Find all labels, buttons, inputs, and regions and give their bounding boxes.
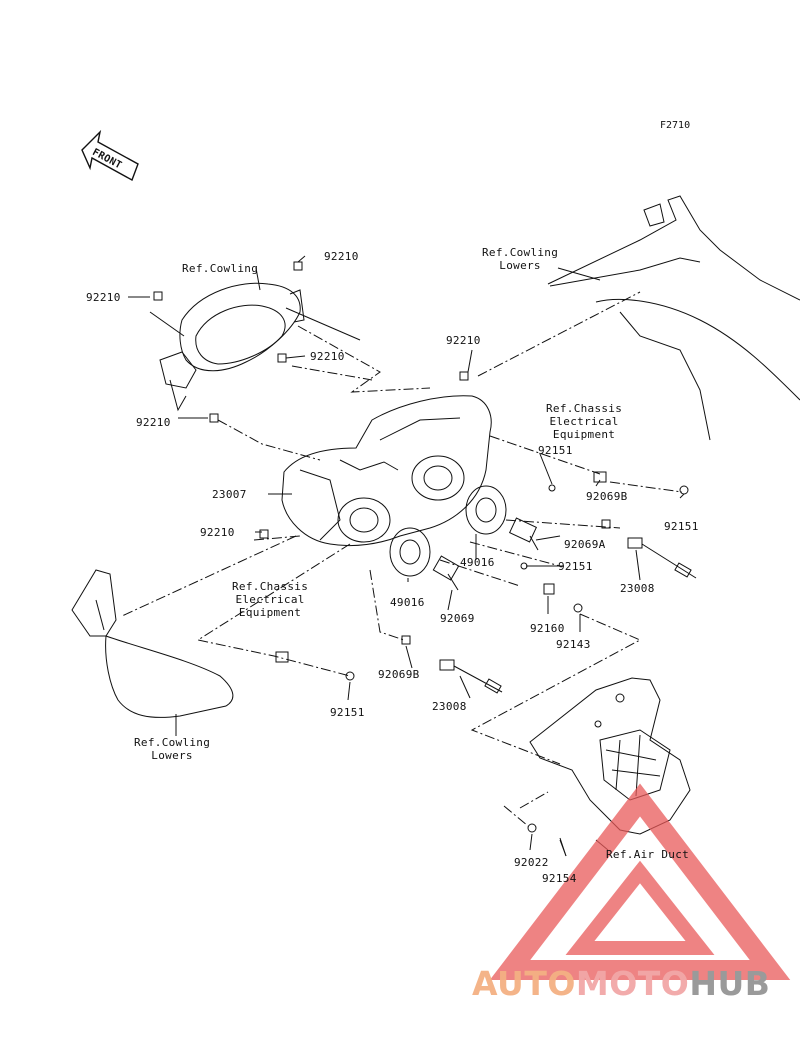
cowling-lowers-right-part <box>547 195 800 441</box>
leader-lines <box>128 255 685 857</box>
part-49016-b: 49016 <box>390 596 425 609</box>
part-92069: 92069 <box>440 612 475 625</box>
bolt-small-parts <box>153 261 689 857</box>
part-92022: 92022 <box>514 856 549 869</box>
ref-cowling-label: Ref.Cowling <box>182 262 259 275</box>
part-92210-d: 92210 <box>446 334 481 347</box>
part-92210-e: 92210 <box>136 416 171 429</box>
part-92069A: 92069A <box>564 538 606 551</box>
socket-23008-b <box>439 659 503 694</box>
watermark-hub: HUB <box>689 964 771 1003</box>
part-92154: 92154 <box>542 872 577 885</box>
part-23008-a: 23008 <box>620 582 655 595</box>
part-23008-b: 23008 <box>432 700 467 713</box>
cowling-lowers-left-part <box>71 569 234 718</box>
part-92151-c: 92151 <box>558 560 593 573</box>
part-92069B-b: 92069B <box>378 668 420 681</box>
socket-92069 <box>432 555 460 591</box>
part-92210-f: 92210 <box>200 526 235 539</box>
part-92151-a: 92151 <box>538 444 573 457</box>
ref-cowling-lowers-left-label: Ref.Cowling Lowers <box>134 736 211 762</box>
front-arrow-icon <box>81 129 139 182</box>
bulb-49016-a <box>389 527 431 577</box>
watermark-logo-icon <box>489 783 791 980</box>
headlight-assembly <box>281 395 492 547</box>
part-92210-c: 92210 <box>310 350 345 363</box>
reference-lines <box>121 291 683 827</box>
watermark-auto: AUTO <box>472 964 576 1003</box>
part-92210-b: 92210 <box>324 250 359 263</box>
ref-cowling-lowers-right-label: Ref.Cowling Lowers <box>482 246 559 272</box>
ref-air-duct-label: Ref.Air Duct <box>606 848 690 861</box>
part-92069B-a: 92069B <box>586 490 628 503</box>
part-92210-a: 92210 <box>86 291 121 304</box>
watermark-moto: MOTO <box>575 964 690 1003</box>
figure-code: F2710 <box>660 120 691 131</box>
watermark-text: AUTOMOTOHUB <box>472 964 770 1003</box>
part-23007: 23007 <box>212 488 247 501</box>
part-49016-a: 49016 <box>460 556 495 569</box>
part-92160: 92160 <box>530 622 565 635</box>
air-duct-part <box>529 677 691 835</box>
socket-23008-a <box>627 537 697 579</box>
socket-92069A <box>508 517 539 551</box>
part-92151-d: 92151 <box>330 706 365 719</box>
part-92151-b: 92151 <box>664 520 699 533</box>
ref-chassis-right-label: Ref.Chassis Electrical Equipment <box>546 402 623 441</box>
bulb-49016-b <box>465 485 507 535</box>
part-92143: 92143 <box>556 638 591 651</box>
cowling-upper-part <box>159 282 305 412</box>
ref-chassis-left-label: Ref.Chassis Electrical Equipment <box>232 580 309 619</box>
